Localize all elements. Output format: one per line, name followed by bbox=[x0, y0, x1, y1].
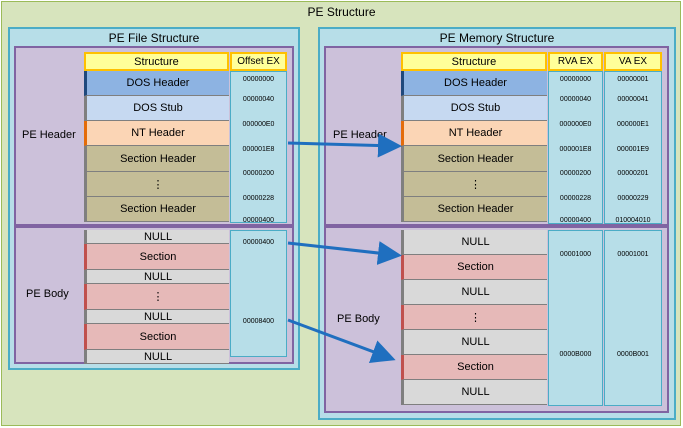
file-header-row: DOS Header bbox=[84, 71, 229, 96]
file-header-row: ⋮ bbox=[84, 172, 229, 197]
memory-body-row: NULL bbox=[401, 380, 547, 405]
file-offset-value: 00000228 bbox=[242, 195, 275, 202]
memory-body-row: Section bbox=[401, 255, 547, 280]
memory-header-row: NT Header bbox=[401, 121, 547, 146]
file-offset-value: 000000E0 bbox=[242, 121, 275, 128]
file-offset-value: 000001E8 bbox=[242, 146, 275, 153]
memory-va-value: 00000001 bbox=[617, 76, 649, 83]
memory-va-value: 00000201 bbox=[617, 170, 649, 177]
file-header-row: DOS Stub bbox=[84, 96, 229, 121]
memory-rva-value: 000001E8 bbox=[559, 146, 592, 153]
file-body-row: NULL bbox=[84, 230, 229, 244]
file-structure-title: PE File Structure bbox=[108, 31, 200, 45]
memory-rva-col-header bbox=[548, 71, 603, 224]
memory-rva-value: 00000400 bbox=[559, 217, 592, 224]
memory-rva-value: 00001000 bbox=[559, 251, 592, 258]
file-structure-header: Structure bbox=[84, 52, 229, 71]
memory-rva-header: RVA EX bbox=[548, 52, 603, 71]
memory-body-label: PE Body bbox=[337, 313, 380, 325]
arrow-section-1 bbox=[287, 241, 402, 265]
memory-rva-value: 00000040 bbox=[559, 96, 592, 103]
file-offset-value: 00000040 bbox=[242, 96, 275, 103]
memory-header-row: Section Header bbox=[401, 197, 547, 222]
memory-body-row: NULL bbox=[401, 230, 547, 255]
memory-header-row: DOS Header bbox=[401, 71, 547, 96]
file-offset-col-header bbox=[230, 71, 287, 223]
memory-structure-header: Structure bbox=[401, 52, 547, 71]
memory-header-row: DOS Stub bbox=[401, 96, 547, 121]
memory-rva-value: 00000228 bbox=[559, 195, 592, 202]
memory-va-header: VA EX bbox=[604, 52, 662, 71]
arrow-header bbox=[287, 133, 402, 158]
memory-va-col-header bbox=[604, 71, 662, 224]
arrow-section-2 bbox=[287, 318, 396, 363]
file-offset-value: 00000200 bbox=[242, 170, 275, 177]
memory-rva-value: 00000200 bbox=[559, 170, 592, 177]
memory-rva-col-body bbox=[548, 230, 603, 406]
memory-va-value: 00000041 bbox=[617, 96, 649, 103]
file-header-label: PE Header bbox=[22, 129, 76, 141]
file-offset-value: 00000000 bbox=[242, 76, 275, 83]
memory-va-col-body bbox=[604, 230, 662, 406]
memory-va-value: 0000B001 bbox=[617, 351, 649, 358]
memory-body-row: NULL bbox=[401, 330, 547, 355]
memory-body-row: ⋮ bbox=[401, 305, 547, 330]
memory-va-value: 000001E9 bbox=[617, 146, 649, 153]
file-body-row: Section bbox=[84, 244, 229, 270]
file-body-row: Section bbox=[84, 324, 229, 350]
file-body-row: ⋮ bbox=[84, 284, 229, 310]
file-offset-value: 00008400 bbox=[242, 318, 275, 325]
memory-rva-value: 000000E0 bbox=[559, 121, 592, 128]
memory-va-value: 00001001 bbox=[617, 251, 649, 258]
memory-header-label: PE Header bbox=[333, 129, 387, 141]
file-body-row: NULL bbox=[84, 350, 229, 364]
file-offset-col-body bbox=[230, 230, 287, 357]
file-body-row: NULL bbox=[84, 270, 229, 284]
file-header-row: NT Header bbox=[84, 121, 229, 146]
file-body-row: NULL bbox=[84, 310, 229, 324]
memory-rva-value: 0000B000 bbox=[559, 351, 592, 358]
memory-header-row: Section Header bbox=[401, 146, 547, 172]
memory-structure-title: PE Memory Structure bbox=[439, 31, 555, 45]
memory-va-value: 00000229 bbox=[617, 195, 649, 202]
memory-body-row: NULL bbox=[401, 280, 547, 305]
file-header-row: Section Header bbox=[84, 197, 229, 222]
file-offset-header: Offset EX bbox=[230, 52, 287, 71]
memory-va-value: 010004010 bbox=[615, 217, 651, 224]
file-offset-value: 00000400 bbox=[242, 239, 275, 246]
memory-rva-value: 00000000 bbox=[559, 76, 592, 83]
file-header-row: Section Header bbox=[84, 146, 229, 172]
memory-va-value: 000000E1 bbox=[617, 121, 649, 128]
main-title: PE Structure bbox=[307, 5, 376, 19]
file-body-label: PE Body bbox=[26, 288, 69, 300]
memory-body-row: Section bbox=[401, 355, 547, 380]
file-offset-value: 00000400 bbox=[242, 217, 275, 224]
memory-header-row: ⋮ bbox=[401, 172, 547, 197]
